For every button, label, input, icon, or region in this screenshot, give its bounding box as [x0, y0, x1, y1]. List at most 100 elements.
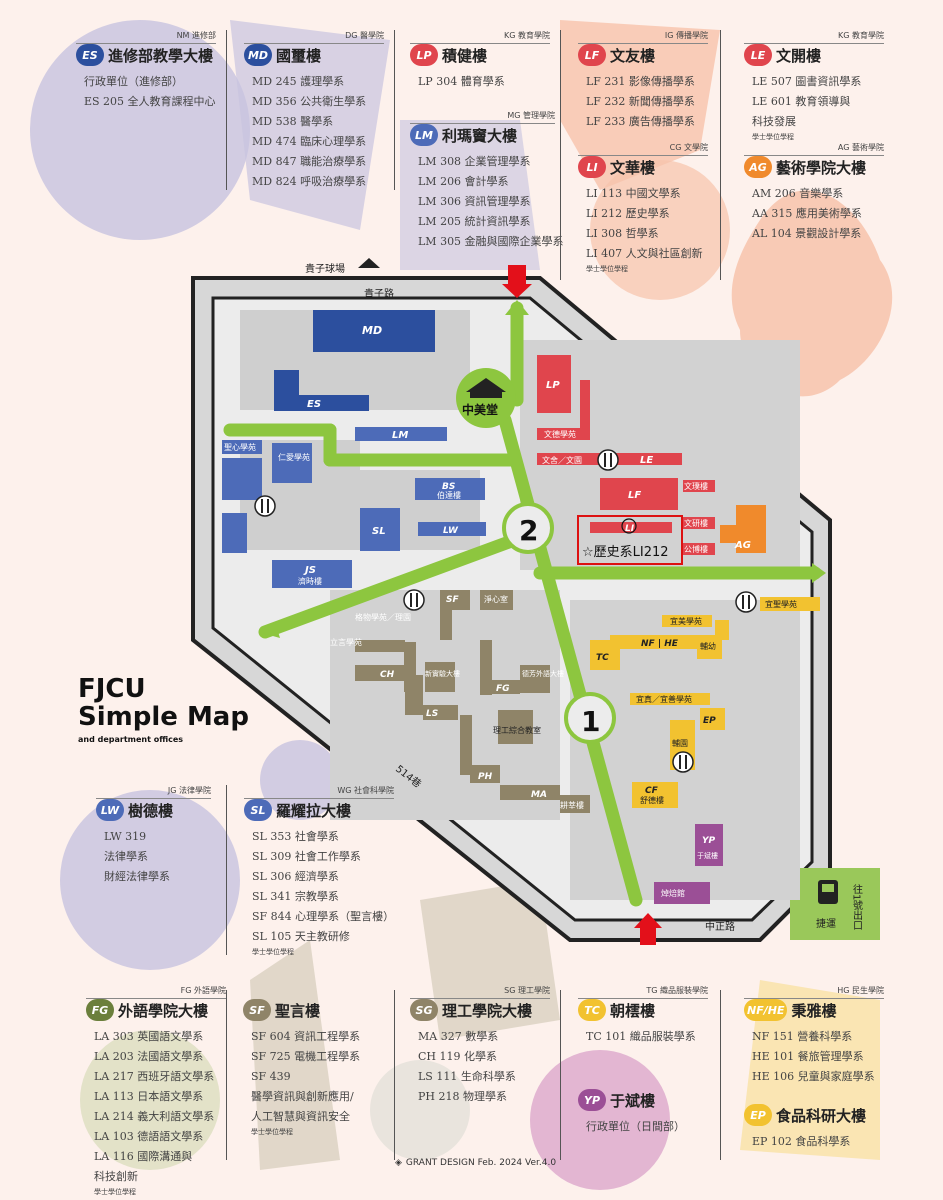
- label-ch: CH: [380, 670, 395, 680]
- college-label: MG 管理學院: [410, 110, 555, 124]
- grant-design-logo-icon: ◈: [395, 1158, 402, 1168]
- dept-item: 人工智慧與資訊安全: [251, 1110, 350, 1123]
- dept-item: SF 725 電機工程學系: [251, 1050, 361, 1063]
- label-fuyou: 輔幼: [700, 641, 716, 651]
- dept-item: MD 538 醫學系: [252, 115, 334, 128]
- label-wenhui: 文舍／文園: [542, 455, 582, 465]
- dept-item: LI 308 哲學系: [586, 227, 659, 240]
- building-code-badge: SL: [244, 799, 272, 821]
- label-lisheng: 立言學苑: [330, 637, 362, 647]
- label-bakuo: 耕莘樓: [560, 800, 584, 810]
- building-name: 國璽樓: [276, 46, 322, 65]
- label-zhongmei: 中美堂: [462, 402, 498, 417]
- dept-note: 學士學位學程: [251, 1128, 293, 1136]
- dept-item: LA 217 西班牙語文學系: [94, 1070, 215, 1083]
- building-code-badge: NF/HE: [744, 999, 788, 1021]
- highlight-box: [577, 515, 683, 565]
- building-name: 理工學院大樓: [442, 1001, 533, 1020]
- label-ph: PH: [478, 772, 493, 782]
- label-yizhen: 宜真／宜善學苑: [636, 694, 692, 704]
- label-mrt: 捷運: [816, 917, 836, 930]
- college-label: SG 理工學院: [410, 985, 550, 999]
- separator-line: [720, 990, 721, 1160]
- dept-item: LA 113 日本語文學系: [94, 1090, 204, 1103]
- dept-item: HE 106 兒童與家庭學系: [752, 1070, 875, 1083]
- college-label: CG 文學院: [578, 142, 708, 156]
- building-code-badge: LP: [410, 44, 438, 66]
- building-title: EP 食品科研大樓: [744, 1104, 884, 1126]
- dept-item: LA 303 英國語文學系: [94, 1030, 204, 1043]
- dept-item: 醫學資訊與創新應用/: [251, 1090, 354, 1103]
- label-guizi-court: 貴子球場: [305, 262, 345, 275]
- dept-item: LM 305 金融與國際企業學系: [418, 235, 564, 248]
- footer: ◈ GRANT DESIGN Feb. 2024 Ver.4.0: [395, 1158, 556, 1168]
- title-subtitle: and department offices: [78, 735, 184, 744]
- label-lane514: 514巷: [393, 763, 423, 790]
- college-label: FG 外語學院: [86, 985, 226, 999]
- dept-item: SL 309 社會工作學系: [252, 850, 361, 863]
- building-code-badge: LF: [578, 44, 606, 66]
- building-title: LF 文友樓: [578, 44, 708, 66]
- label-li: LI: [625, 524, 635, 534]
- dept-item: MD 356 公共衛生學系: [252, 95, 367, 108]
- dept-item: LS 111 生命科學系: [418, 1070, 516, 1083]
- label-sf: SF: [446, 595, 459, 605]
- building-code-badge: EP: [744, 1104, 772, 1126]
- college-label: WG 社會科學院: [244, 785, 394, 799]
- dept-item: 行政單位（進修部）: [84, 75, 183, 88]
- label-lw: LW: [443, 526, 459, 536]
- label-tc: TC: [596, 653, 609, 663]
- label-to-exit1: 往1號出口: [851, 883, 863, 931]
- label-lf: LF: [628, 490, 641, 501]
- building-code-badge: AG: [744, 156, 772, 178]
- building-name: 秉雅樓: [791, 1001, 837, 1020]
- label-dezhou: 德芳外語大樓: [522, 669, 564, 678]
- dept-item: 科技發展: [752, 115, 796, 128]
- label-fg: FG: [496, 684, 510, 694]
- college-label: AG 藝術學院: [744, 142, 884, 156]
- building-code-badge: TC: [578, 999, 606, 1021]
- label-yimei: 宜美學苑: [670, 616, 702, 626]
- label-jingxin: 淨心室: [484, 594, 508, 604]
- dept-item: LM 306 資訊管理學系: [418, 195, 531, 208]
- dept-item: MA 327 數學系: [418, 1030, 499, 1043]
- building-title: YP 于斌樓: [578, 1089, 708, 1111]
- dept-item: 行政單位（日間部）: [586, 1120, 685, 1133]
- dept-item: LI 407 人文與社區創新: [586, 247, 703, 260]
- label-gewu: 格物學苑／理園: [355, 612, 411, 622]
- building-code-badge: LE: [744, 44, 772, 66]
- building-title: LP 積健樓: [410, 44, 550, 66]
- dept-item: LP 304 體育學系: [418, 75, 505, 88]
- dept-item: LA 103 德語語文學系: [94, 1130, 204, 1143]
- label-ag: AG: [734, 540, 751, 551]
- label-renai: 仁愛學苑: [278, 452, 310, 462]
- building-code-badge: LM: [410, 124, 438, 146]
- building-block: KG 教育學院 LP 積健樓 LP 304 體育學系: [410, 30, 550, 92]
- label-js-name: 濟時樓: [298, 576, 322, 586]
- dept-item: LI 113 中國文學系: [586, 187, 681, 200]
- building-name: 文開樓: [776, 46, 822, 65]
- label-ls: LS: [426, 709, 438, 719]
- dept-item: SL 341 宗教學系: [252, 890, 339, 903]
- label-js: JS: [303, 565, 316, 576]
- label-nfhe: NF | HE: [641, 639, 679, 649]
- building-name: 進修部教學大樓: [108, 46, 214, 65]
- label-wenquan: 文璞樓: [684, 481, 708, 491]
- separator-line: [226, 30, 227, 190]
- building-title: TC 朝橒樓: [578, 999, 708, 1021]
- label-le: LE: [640, 455, 653, 466]
- building-name: 聖言樓: [275, 1001, 321, 1020]
- dept-item: MD 474 臨床心理學系: [252, 135, 367, 148]
- building-block: NM 進修部 ES 進修部教學大樓 行政單位（進修部）ES 205 全人教育課程…: [76, 30, 216, 112]
- building-code-badge: MD: [244, 44, 272, 66]
- building-title: SF 聖言樓: [243, 999, 383, 1021]
- dept-item: MD 847 職能治療學系: [252, 155, 367, 168]
- college-label: JG 法律學院: [96, 785, 211, 799]
- dept-item: SL 353 社會學系: [252, 830, 339, 843]
